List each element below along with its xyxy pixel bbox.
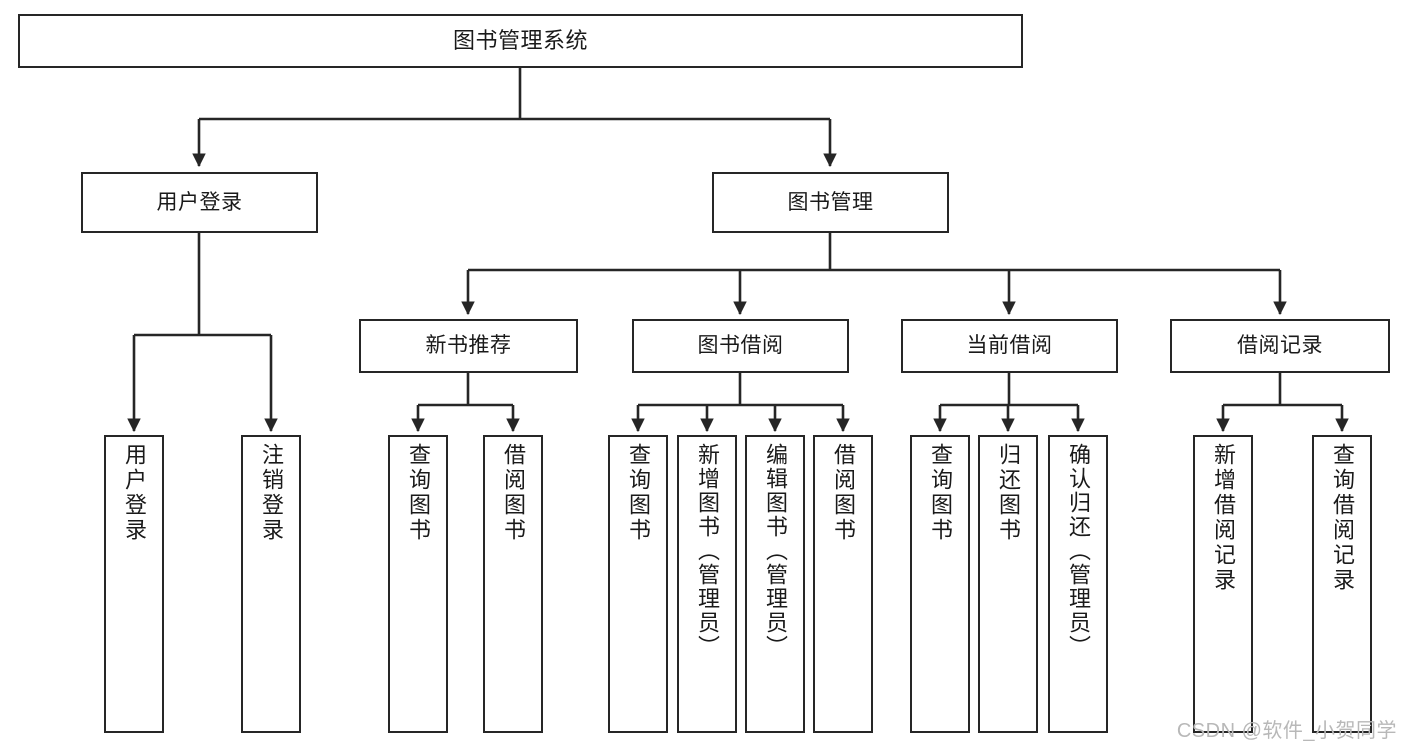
node-label: 新书推荐 (425, 334, 512, 358)
node-label: 借阅图书 (501, 443, 526, 543)
node-label: 图书管理 (787, 190, 874, 214)
leaf-user-login-signout[interactable]: 注销登录 (241, 435, 301, 733)
csdn-watermark: CSDN @软件_小贺同学 (1176, 720, 1397, 742)
node-label: 查询图书 (626, 443, 651, 543)
leaf-current-query-book[interactable]: 查询图书 (910, 435, 970, 733)
node-label: 确认归还（管理员） (1066, 443, 1091, 659)
node-label: 注销登录 (259, 443, 284, 543)
node-borrow-record[interactable]: 借阅记录 (1170, 319, 1390, 373)
node-label: 借阅记录 (1237, 334, 1323, 358)
node-label: 新增借阅记录 (1211, 443, 1236, 593)
node-root-system[interactable]: 图书管理系统 (18, 14, 1023, 68)
node-new-book-recommend[interactable]: 新书推荐 (359, 319, 578, 373)
leaf-record-query-record[interactable]: 查询借阅记录 (1312, 435, 1372, 733)
node-label: 当前借阅 (966, 334, 1053, 358)
node-label: 图书借阅 (697, 334, 784, 358)
node-label: 图书管理系统 (452, 27, 588, 53)
leaf-borrow-add-book[interactable]: 新增图书（管理员） (677, 435, 737, 733)
node-label: 查询图书 (928, 443, 953, 543)
leaf-record-add-record[interactable]: 新增借阅记录 (1193, 435, 1253, 733)
leaf-borrow-edit-book[interactable]: 编辑图书（管理员） (745, 435, 805, 733)
node-label: 归还图书 (996, 443, 1021, 543)
node-user-login[interactable]: 用户登录 (81, 172, 318, 233)
node-label: 查询图书 (406, 443, 431, 543)
node-label: 用户登录 (156, 190, 243, 214)
node-label: 编辑图书（管理员） (763, 443, 788, 659)
node-label: 新增图书（管理员） (695, 443, 720, 659)
leaf-borrow-borrow-book[interactable]: 借阅图书 (813, 435, 873, 733)
node-label: 用户登录 (122, 443, 147, 543)
leaf-user-login-signin[interactable]: 用户登录 (104, 435, 164, 733)
node-book-management[interactable]: 图书管理 (712, 172, 949, 233)
leaf-borrow-query-book[interactable]: 查询图书 (608, 435, 668, 733)
node-label: 借阅图书 (831, 443, 856, 543)
leaf-current-return-book[interactable]: 归还图书 (978, 435, 1038, 733)
node-book-borrow[interactable]: 图书借阅 (632, 319, 849, 373)
leaf-recommend-query-book[interactable]: 查询图书 (388, 435, 448, 733)
node-label: 查询借阅记录 (1330, 443, 1355, 593)
node-current-borrow[interactable]: 当前借阅 (901, 319, 1118, 373)
leaf-current-confirm-return[interactable]: 确认归还（管理员） (1048, 435, 1108, 733)
leaf-recommend-borrow-book[interactable]: 借阅图书 (483, 435, 543, 733)
